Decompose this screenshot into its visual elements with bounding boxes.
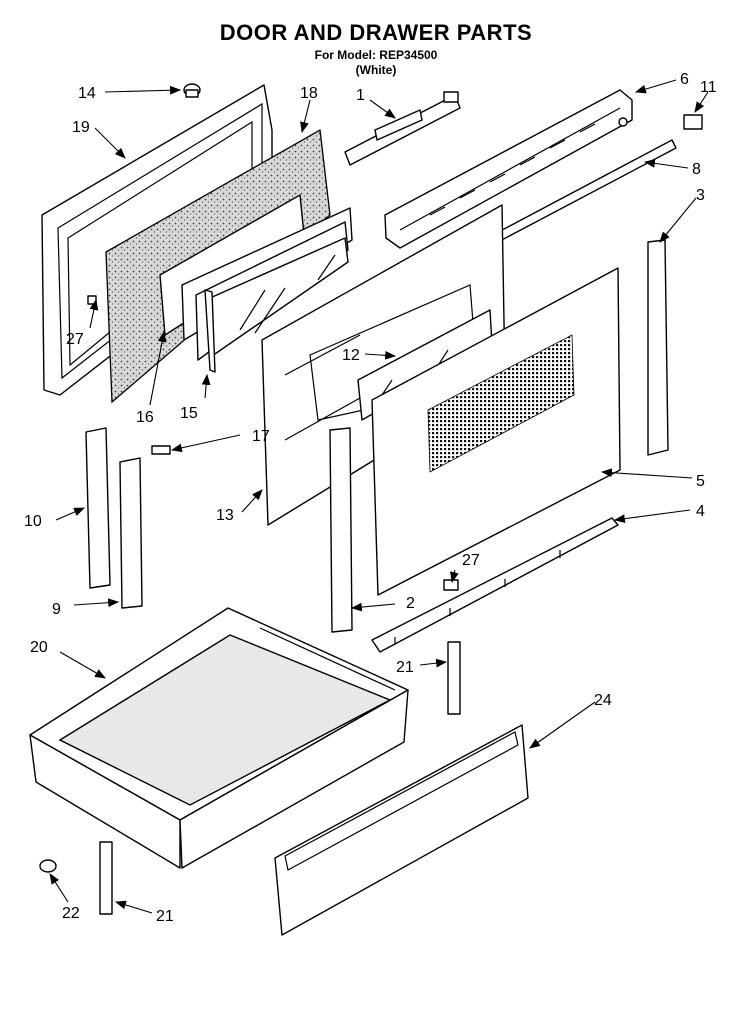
callout-13: 13 xyxy=(216,507,234,524)
callout-17: 17 xyxy=(252,428,270,445)
callout-9: 9 xyxy=(52,601,61,618)
door-bracket-part xyxy=(344,91,461,166)
callout-27-frame: 27 xyxy=(66,331,84,348)
callout-10: 10 xyxy=(24,513,42,530)
small-clip-part xyxy=(443,579,459,591)
left-door-channel-part xyxy=(329,427,353,633)
callout-1: 1 xyxy=(356,87,365,104)
frame-clip-part xyxy=(87,295,97,305)
callout-14: 14 xyxy=(78,85,96,102)
callout-27-trim: 27 xyxy=(462,552,480,569)
bottom-trim-part xyxy=(371,517,619,653)
left-hinge-cover-part xyxy=(119,457,143,609)
callout-3: 3 xyxy=(696,187,705,204)
right-door-channel-part xyxy=(647,239,669,456)
model-line: For Model: REP34500 xyxy=(314,48,438,62)
callout-21-lower: 21 xyxy=(156,908,174,925)
callout-2: 2 xyxy=(406,595,415,612)
hinge-clip-part xyxy=(151,445,171,455)
screw-part xyxy=(183,83,201,98)
left-hinge-channel-part xyxy=(85,427,111,589)
callout-18: 18 xyxy=(300,85,318,102)
callout-16: 16 xyxy=(136,409,154,426)
drawer-slide-part-upper xyxy=(447,641,461,715)
callout-4: 4 xyxy=(696,503,705,520)
callout-5: 5 xyxy=(696,473,705,490)
callout-21-upper: 21 xyxy=(396,659,414,676)
drawer-slide-part-lower xyxy=(99,841,113,915)
color-line: (White) xyxy=(355,63,397,77)
drawer-front-part xyxy=(274,724,529,936)
callout-8: 8 xyxy=(692,161,701,178)
inner-glass-pack-part xyxy=(181,207,353,373)
clip-part xyxy=(683,114,703,130)
callout-12: 12 xyxy=(342,347,360,364)
drawer-part xyxy=(29,607,409,869)
outer-door-panel-part xyxy=(371,267,621,596)
callout-15: 15 xyxy=(180,405,198,422)
callout-11: 11 xyxy=(700,79,717,96)
page-title: DOOR AND DRAWER PARTS xyxy=(219,20,533,45)
callout-24: 24 xyxy=(594,692,612,709)
callout-22: 22 xyxy=(62,905,80,922)
callout-19: 19 xyxy=(72,119,90,136)
vent-trim-part xyxy=(384,89,633,249)
callout-6: 6 xyxy=(680,71,689,88)
drawer-screw-part xyxy=(39,859,57,873)
callout-20: 20 xyxy=(30,639,48,656)
